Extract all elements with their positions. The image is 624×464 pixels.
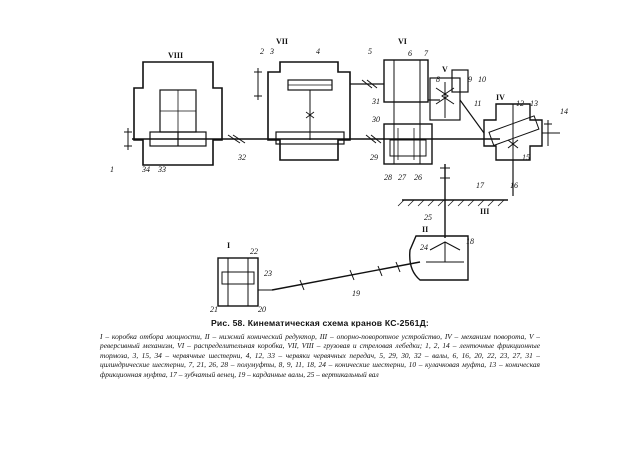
label-25: 25 bbox=[424, 213, 432, 222]
label-7: 7 bbox=[424, 49, 429, 58]
label-20: 20 bbox=[258, 305, 266, 314]
label-12: 12 bbox=[516, 99, 524, 108]
slewing-mechanism-iv bbox=[483, 103, 560, 161]
label-26: 26 bbox=[414, 173, 422, 182]
figure-legend: I – коробка отбора мощности, II – нижний… bbox=[100, 331, 540, 379]
slewing-ring-iii bbox=[397, 160, 514, 238]
label-28: 28 bbox=[384, 173, 392, 182]
label-21: 21 bbox=[210, 305, 218, 314]
label-iii: III bbox=[480, 207, 489, 216]
label-3: 3 bbox=[269, 47, 274, 56]
label-8: 8 bbox=[436, 75, 440, 84]
label-31: 31 bbox=[371, 97, 380, 106]
figure-caption: Рис. 58. Кинематическая схема кранов КС-… bbox=[100, 318, 540, 380]
label-16: 16 bbox=[510, 181, 518, 190]
label-10: 10 bbox=[478, 75, 486, 84]
label-19: 19 bbox=[352, 289, 360, 298]
label-22: 22 bbox=[250, 247, 258, 256]
figure-title: Рис. 58. Кинематическая схема кранов КС-… bbox=[211, 318, 429, 328]
lower-reducer-ii bbox=[409, 235, 469, 281]
main-shaft bbox=[124, 79, 500, 150]
label-14: 14 bbox=[560, 107, 568, 116]
label-30: 30 bbox=[371, 115, 380, 124]
boom-winch-viii bbox=[133, 61, 223, 166]
label-viii: VIII bbox=[168, 51, 183, 60]
label-32: 32 bbox=[237, 153, 246, 162]
label-i: I bbox=[227, 241, 230, 250]
distribution-box-vi bbox=[383, 59, 433, 165]
label-v: V bbox=[442, 65, 448, 74]
load-winch-vii bbox=[254, 61, 351, 161]
label-18: 18 bbox=[466, 237, 474, 246]
label-6: 6 bbox=[408, 49, 412, 58]
label-iv: IV bbox=[496, 93, 505, 102]
label-13: 13 bbox=[530, 99, 538, 108]
label-24: 24 bbox=[420, 243, 428, 252]
label-vi: VI bbox=[398, 37, 407, 46]
label-9: 9 bbox=[468, 75, 472, 84]
label-4: 4 bbox=[316, 47, 320, 56]
power-takeoff-i bbox=[217, 257, 272, 307]
kinematic-diagram: VIII VII VI V IV III II I 1 2 3 4 5 6 7 … bbox=[110, 37, 568, 314]
label-27: 27 bbox=[398, 173, 407, 182]
label-33: 33 bbox=[157, 165, 166, 174]
reversing-mechanism-v bbox=[429, 69, 469, 121]
cardan-shafts bbox=[271, 261, 421, 291]
label-23: 23 bbox=[264, 269, 272, 278]
label-2: 2 bbox=[260, 47, 264, 56]
label-34: 34 bbox=[141, 165, 150, 174]
label-29: 29 bbox=[370, 153, 378, 162]
label-17: 17 bbox=[476, 181, 485, 190]
label-15: 15 bbox=[522, 153, 530, 162]
label-11: 11 bbox=[474, 99, 481, 108]
label-1: 1 bbox=[110, 165, 114, 174]
label-vii: VII bbox=[276, 37, 288, 46]
label-ii: II bbox=[422, 225, 428, 234]
label-5: 5 bbox=[368, 47, 372, 56]
